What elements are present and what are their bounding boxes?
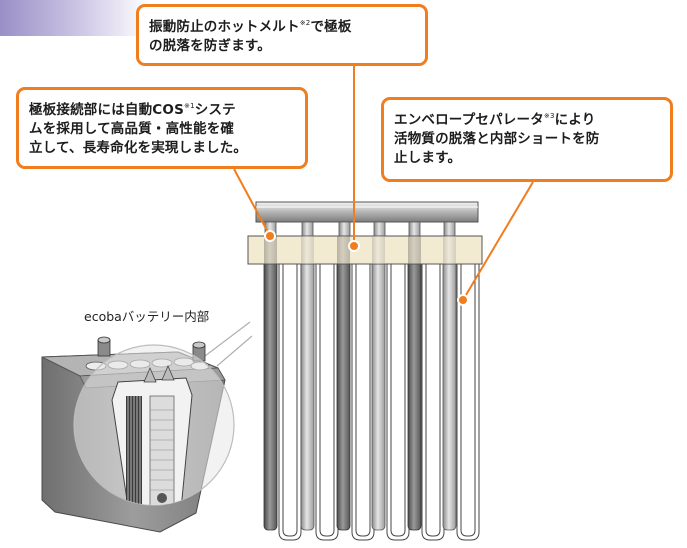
envelope-marker-dot (457, 294, 469, 306)
cos-marker-dot (264, 230, 276, 242)
battery-cutaway (111, 364, 193, 505)
envelope-callout-line3: 止します。 (394, 150, 462, 166)
hotmelt-marker-dot (348, 240, 360, 252)
battery-interior-label: ecobaバッテリー内部 (84, 309, 210, 324)
hotmelt-callout-text-end: で極板 (310, 19, 352, 35)
envelope-callout-line2: 活物質の脱落と内部ショートを防 (394, 131, 600, 147)
battery-illustration (41, 336, 235, 533)
connection-strap (255, 201, 479, 223)
hotmelt-callout-line2: の脱落を防ぎます。 (149, 38, 271, 54)
envelope-separators (278, 258, 480, 541)
cos-footnote-marker: ※1 (184, 102, 195, 110)
electrode-plates (263, 245, 457, 531)
hotmelt-callout: 振動防止のホットメルト※2で極板 の脱落を防ぎます。 (136, 4, 428, 66)
hotmelt-band (247, 235, 483, 265)
cos-callout: 極板接続部には自動COS※1システ ムを採用して高品質・高性能を確 立して、長寿… (16, 87, 308, 169)
cos-callout-line2: ムを採用して高品質・高性能を確 (29, 121, 235, 137)
hotmelt-footnote-marker: ※2 (299, 19, 311, 27)
cos-callout-text-end: システ (194, 102, 236, 118)
envelope-footnote-marker: ※3 (543, 112, 555, 120)
envelope-callout-text: エンベロープセパレータ (394, 112, 544, 128)
cos-callout-text: 極板接続部には自動COS (29, 102, 185, 118)
cos-callout-line3: 立して、長寿命化を実現しました。 (29, 140, 248, 156)
envelope-callout: エンベロープセパレータ※3により 活物質の脱落と内部ショートを防 止します。 (381, 97, 673, 182)
hotmelt-callout-text: 振動防止のホットメルト (149, 19, 300, 35)
header-gradient-band (0, 0, 150, 36)
leader-endpoints (264, 230, 469, 306)
envelope-callout-text-end: により (554, 112, 596, 128)
zoom-pointer-lines (204, 321, 253, 367)
leader-lines (233, 66, 534, 301)
